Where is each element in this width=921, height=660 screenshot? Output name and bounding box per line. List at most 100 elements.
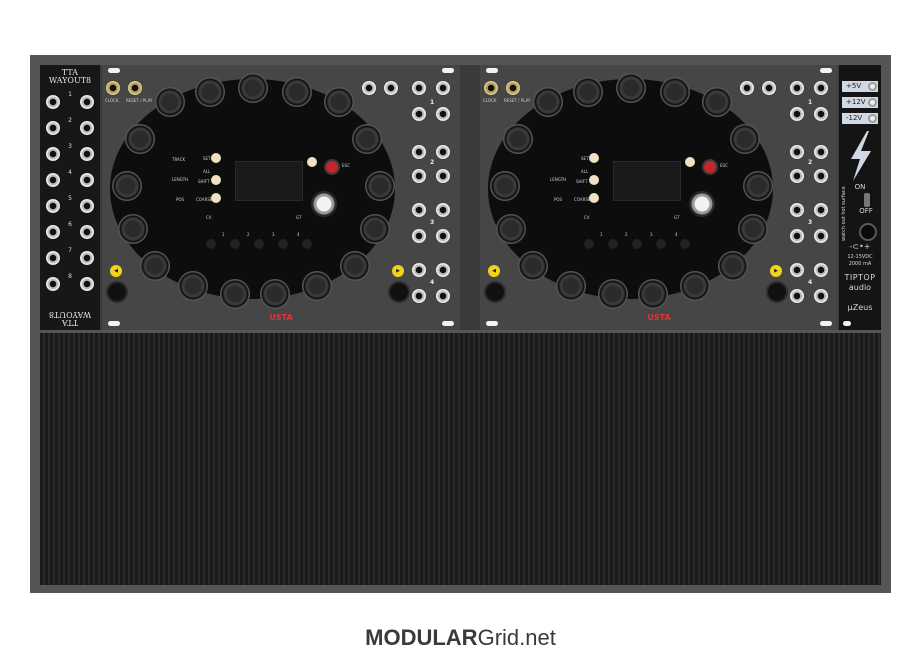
jack[interactable] <box>436 263 450 277</box>
jack[interactable] <box>790 145 804 159</box>
track-pad[interactable] <box>680 239 690 249</box>
jack[interactable] <box>790 203 804 217</box>
jack[interactable] <box>790 107 804 121</box>
jack[interactable] <box>46 121 60 135</box>
jack[interactable] <box>412 169 426 183</box>
jack[interactable] <box>384 81 398 95</box>
step-knob[interactable] <box>365 171 395 201</box>
jack[interactable] <box>412 263 426 277</box>
prev-icon[interactable]: ◀ <box>110 265 122 277</box>
jack[interactable] <box>80 147 94 161</box>
step-knob[interactable] <box>352 124 382 154</box>
step-knob[interactable] <box>533 87 563 117</box>
step-knob[interactable] <box>340 251 370 281</box>
clock-jack[interactable] <box>106 81 120 95</box>
esc-button[interactable] <box>324 159 340 175</box>
step-knob[interactable] <box>503 124 533 154</box>
shift-button[interactable] <box>589 175 599 185</box>
jack[interactable] <box>436 289 450 303</box>
jack[interactable] <box>436 81 450 95</box>
jack[interactable] <box>80 199 94 213</box>
step-knob[interactable] <box>195 77 225 107</box>
jack[interactable] <box>80 225 94 239</box>
jack[interactable] <box>436 107 450 121</box>
power-switch[interactable] <box>864 193 870 207</box>
step-knob[interactable] <box>125 124 155 154</box>
track-pad[interactable] <box>584 239 594 249</box>
jack[interactable] <box>762 81 776 95</box>
jack[interactable] <box>412 81 426 95</box>
left-button[interactable] <box>106 281 128 303</box>
step-knob[interactable] <box>112 171 142 201</box>
step-knob[interactable] <box>220 279 250 309</box>
jack[interactable] <box>46 277 60 291</box>
jack[interactable] <box>814 203 828 217</box>
step-knob[interactable] <box>702 87 732 117</box>
reset-jack[interactable] <box>506 81 520 95</box>
set-button[interactable] <box>211 153 221 163</box>
jack[interactable] <box>46 199 60 213</box>
jack[interactable] <box>790 289 804 303</box>
jack[interactable] <box>790 263 804 277</box>
encoder-button[interactable] <box>689 191 715 217</box>
right-button[interactable] <box>388 281 410 303</box>
jack[interactable] <box>814 107 828 121</box>
step-knob[interactable] <box>718 251 748 281</box>
step-knob[interactable] <box>638 279 668 309</box>
track-pad[interactable] <box>632 239 642 249</box>
jack[interactable] <box>46 251 60 265</box>
step-knob[interactable] <box>556 271 586 301</box>
step-knob[interactable] <box>260 279 290 309</box>
module-usta-right[interactable]: CLOCK RESET / PLAY <box>480 65 838 330</box>
jack[interactable] <box>80 173 94 187</box>
track-pad[interactable] <box>254 239 264 249</box>
jack[interactable] <box>46 95 60 109</box>
jack[interactable] <box>814 145 828 159</box>
left-button[interactable] <box>484 281 506 303</box>
clock-jack[interactable] <box>484 81 498 95</box>
jack[interactable] <box>814 81 828 95</box>
jack[interactable] <box>436 169 450 183</box>
step-knob[interactable] <box>118 214 148 244</box>
track-pad[interactable] <box>302 239 312 249</box>
jack[interactable] <box>814 289 828 303</box>
encoder-button[interactable] <box>311 191 337 217</box>
jack[interactable] <box>412 229 426 243</box>
step-knob[interactable] <box>140 251 170 281</box>
step-knob[interactable] <box>238 73 268 103</box>
jack[interactable] <box>436 203 450 217</box>
coarse-button[interactable] <box>211 193 221 203</box>
jack[interactable] <box>80 251 94 265</box>
right-button[interactable] <box>766 281 788 303</box>
step-knob[interactable] <box>282 77 312 107</box>
step-knob[interactable] <box>496 214 526 244</box>
jack[interactable] <box>436 145 450 159</box>
jack[interactable] <box>46 173 60 187</box>
jack[interactable] <box>46 147 60 161</box>
jack[interactable] <box>80 95 94 109</box>
jack[interactable] <box>80 277 94 291</box>
step-knob[interactable] <box>490 171 520 201</box>
jack[interactable] <box>814 169 828 183</box>
dc-input-jack[interactable] <box>859 223 877 241</box>
step-knob[interactable] <box>518 251 548 281</box>
track-pad[interactable] <box>608 239 618 249</box>
step-knob[interactable] <box>360 214 390 244</box>
module-uzeus[interactable]: +5V +12V -12V ON OFF watch out hot surfa… <box>839 65 881 330</box>
step-knob[interactable] <box>738 214 768 244</box>
module-usta-left[interactable]: CLOCK RESET / PLAY <box>102 65 460 330</box>
step-knob[interactable] <box>598 279 628 309</box>
module-wayout8[interactable]: TTA WAYOUT8 1 2 3 4 5 6 7 <box>40 65 100 330</box>
jack[interactable] <box>790 169 804 183</box>
play-pause-icon[interactable]: ▶ <box>770 265 782 277</box>
jack[interactable] <box>814 263 828 277</box>
set-button[interactable] <box>589 153 599 163</box>
jack[interactable] <box>80 121 94 135</box>
jack[interactable] <box>412 145 426 159</box>
step-knob[interactable] <box>324 87 354 117</box>
track-pad[interactable] <box>230 239 240 249</box>
menu-button[interactable] <box>685 157 695 167</box>
track-pad[interactable] <box>206 239 216 249</box>
reset-jack[interactable] <box>128 81 142 95</box>
step-knob[interactable] <box>660 77 690 107</box>
